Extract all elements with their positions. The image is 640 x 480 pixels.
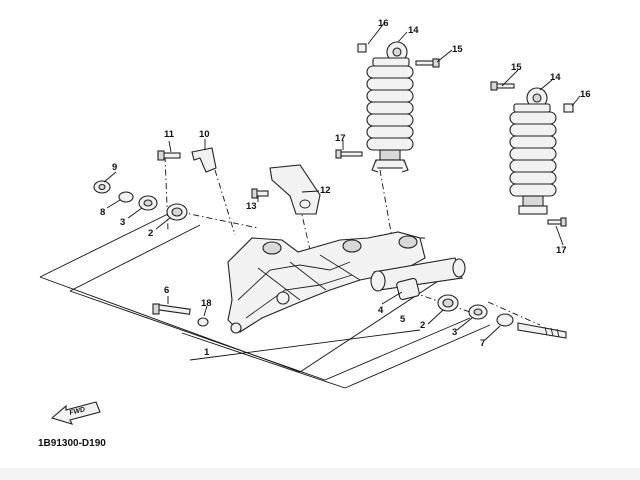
- callout-14-left: 14: [408, 25, 419, 36]
- fwd-arrow: FWD: [50, 401, 101, 425]
- callout-12: 12: [320, 185, 331, 196]
- left-bushings: [93, 180, 188, 221]
- callout-8: 8: [100, 207, 105, 218]
- callout-4: 4: [378, 305, 384, 316]
- callout-6: 6: [164, 285, 169, 296]
- callout-leaders: [103, 21, 581, 341]
- shock-absorber-left: [335, 41, 440, 173]
- bracket-10: [157, 147, 217, 173]
- swing-arm-bracket: [227, 231, 426, 334]
- callout-9: 9: [112, 162, 117, 173]
- bolt-6: [152, 303, 209, 327]
- right-bushings: [437, 294, 567, 339]
- callout-18: 18: [201, 298, 212, 309]
- callout-10: 10: [199, 129, 210, 140]
- callout-16-right: 16: [580, 89, 591, 100]
- callout-3-left: 3: [120, 217, 125, 228]
- callout-1: 1: [204, 347, 210, 358]
- callout-15-right: 15: [511, 62, 522, 73]
- fwd-label: FWD: [69, 406, 86, 417]
- callout-14-right: 14: [550, 72, 561, 83]
- diagram-code: 1B91300-D190: [38, 438, 106, 449]
- footer-strip: [0, 468, 640, 480]
- callout-3-right: 3: [452, 327, 457, 338]
- callout-5: 5: [400, 314, 406, 325]
- callout-17-left: 17: [335, 133, 346, 144]
- pivot-tube: [370, 257, 466, 301]
- callout-2-left: 2: [148, 228, 153, 239]
- spring-coils-right: [509, 111, 557, 197]
- callout-13: 13: [246, 201, 257, 212]
- spring-coils-left: [366, 65, 414, 151]
- callout-labels: 1 2 2 3 3 4 5 6 7 8 9 10 11 12 13 14 14 …: [100, 18, 591, 358]
- callout-11: 11: [164, 129, 175, 140]
- callout-7: 7: [480, 338, 485, 349]
- callout-2-right: 2: [420, 320, 425, 331]
- shock-absorber-right: [490, 81, 574, 227]
- callout-15-left: 15: [452, 44, 463, 55]
- callout-17-right: 17: [556, 245, 567, 256]
- bracket-12: [251, 164, 321, 215]
- callout-16-left: 16: [378, 18, 389, 29]
- guide-lines: [39, 211, 491, 389]
